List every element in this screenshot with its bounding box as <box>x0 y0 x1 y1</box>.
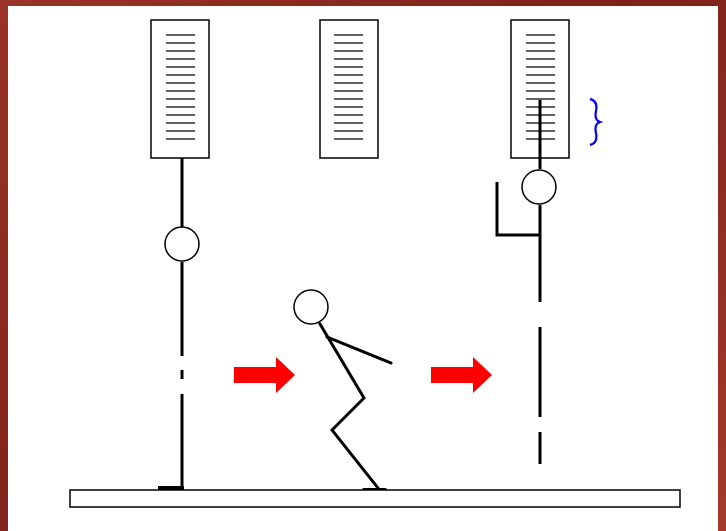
right-arrow-icon <box>431 357 492 393</box>
floor <box>69 489 681 508</box>
measuring-board-right <box>510 19 570 159</box>
thigh <box>330 396 366 432</box>
measuring-board-middle <box>319 19 379 159</box>
curly-brace-icon <box>589 97 604 147</box>
shin <box>330 428 380 490</box>
diagram-canvas <box>8 6 718 531</box>
head <box>521 169 557 205</box>
board-scale-lines <box>334 34 363 140</box>
head <box>164 226 200 262</box>
arm <box>325 335 393 365</box>
jump-reach-diagram <box>69 19 681 508</box>
other-arm <box>495 182 541 237</box>
measuring-board-left <box>150 19 210 159</box>
torso <box>318 322 366 400</box>
figure-crouching <box>293 289 393 492</box>
board-scale-lines <box>166 34 195 140</box>
head <box>293 289 329 325</box>
figure-jumping-reach <box>495 100 557 464</box>
right-arrow-icon <box>234 357 295 393</box>
figure-standing-reach <box>158 158 200 490</box>
